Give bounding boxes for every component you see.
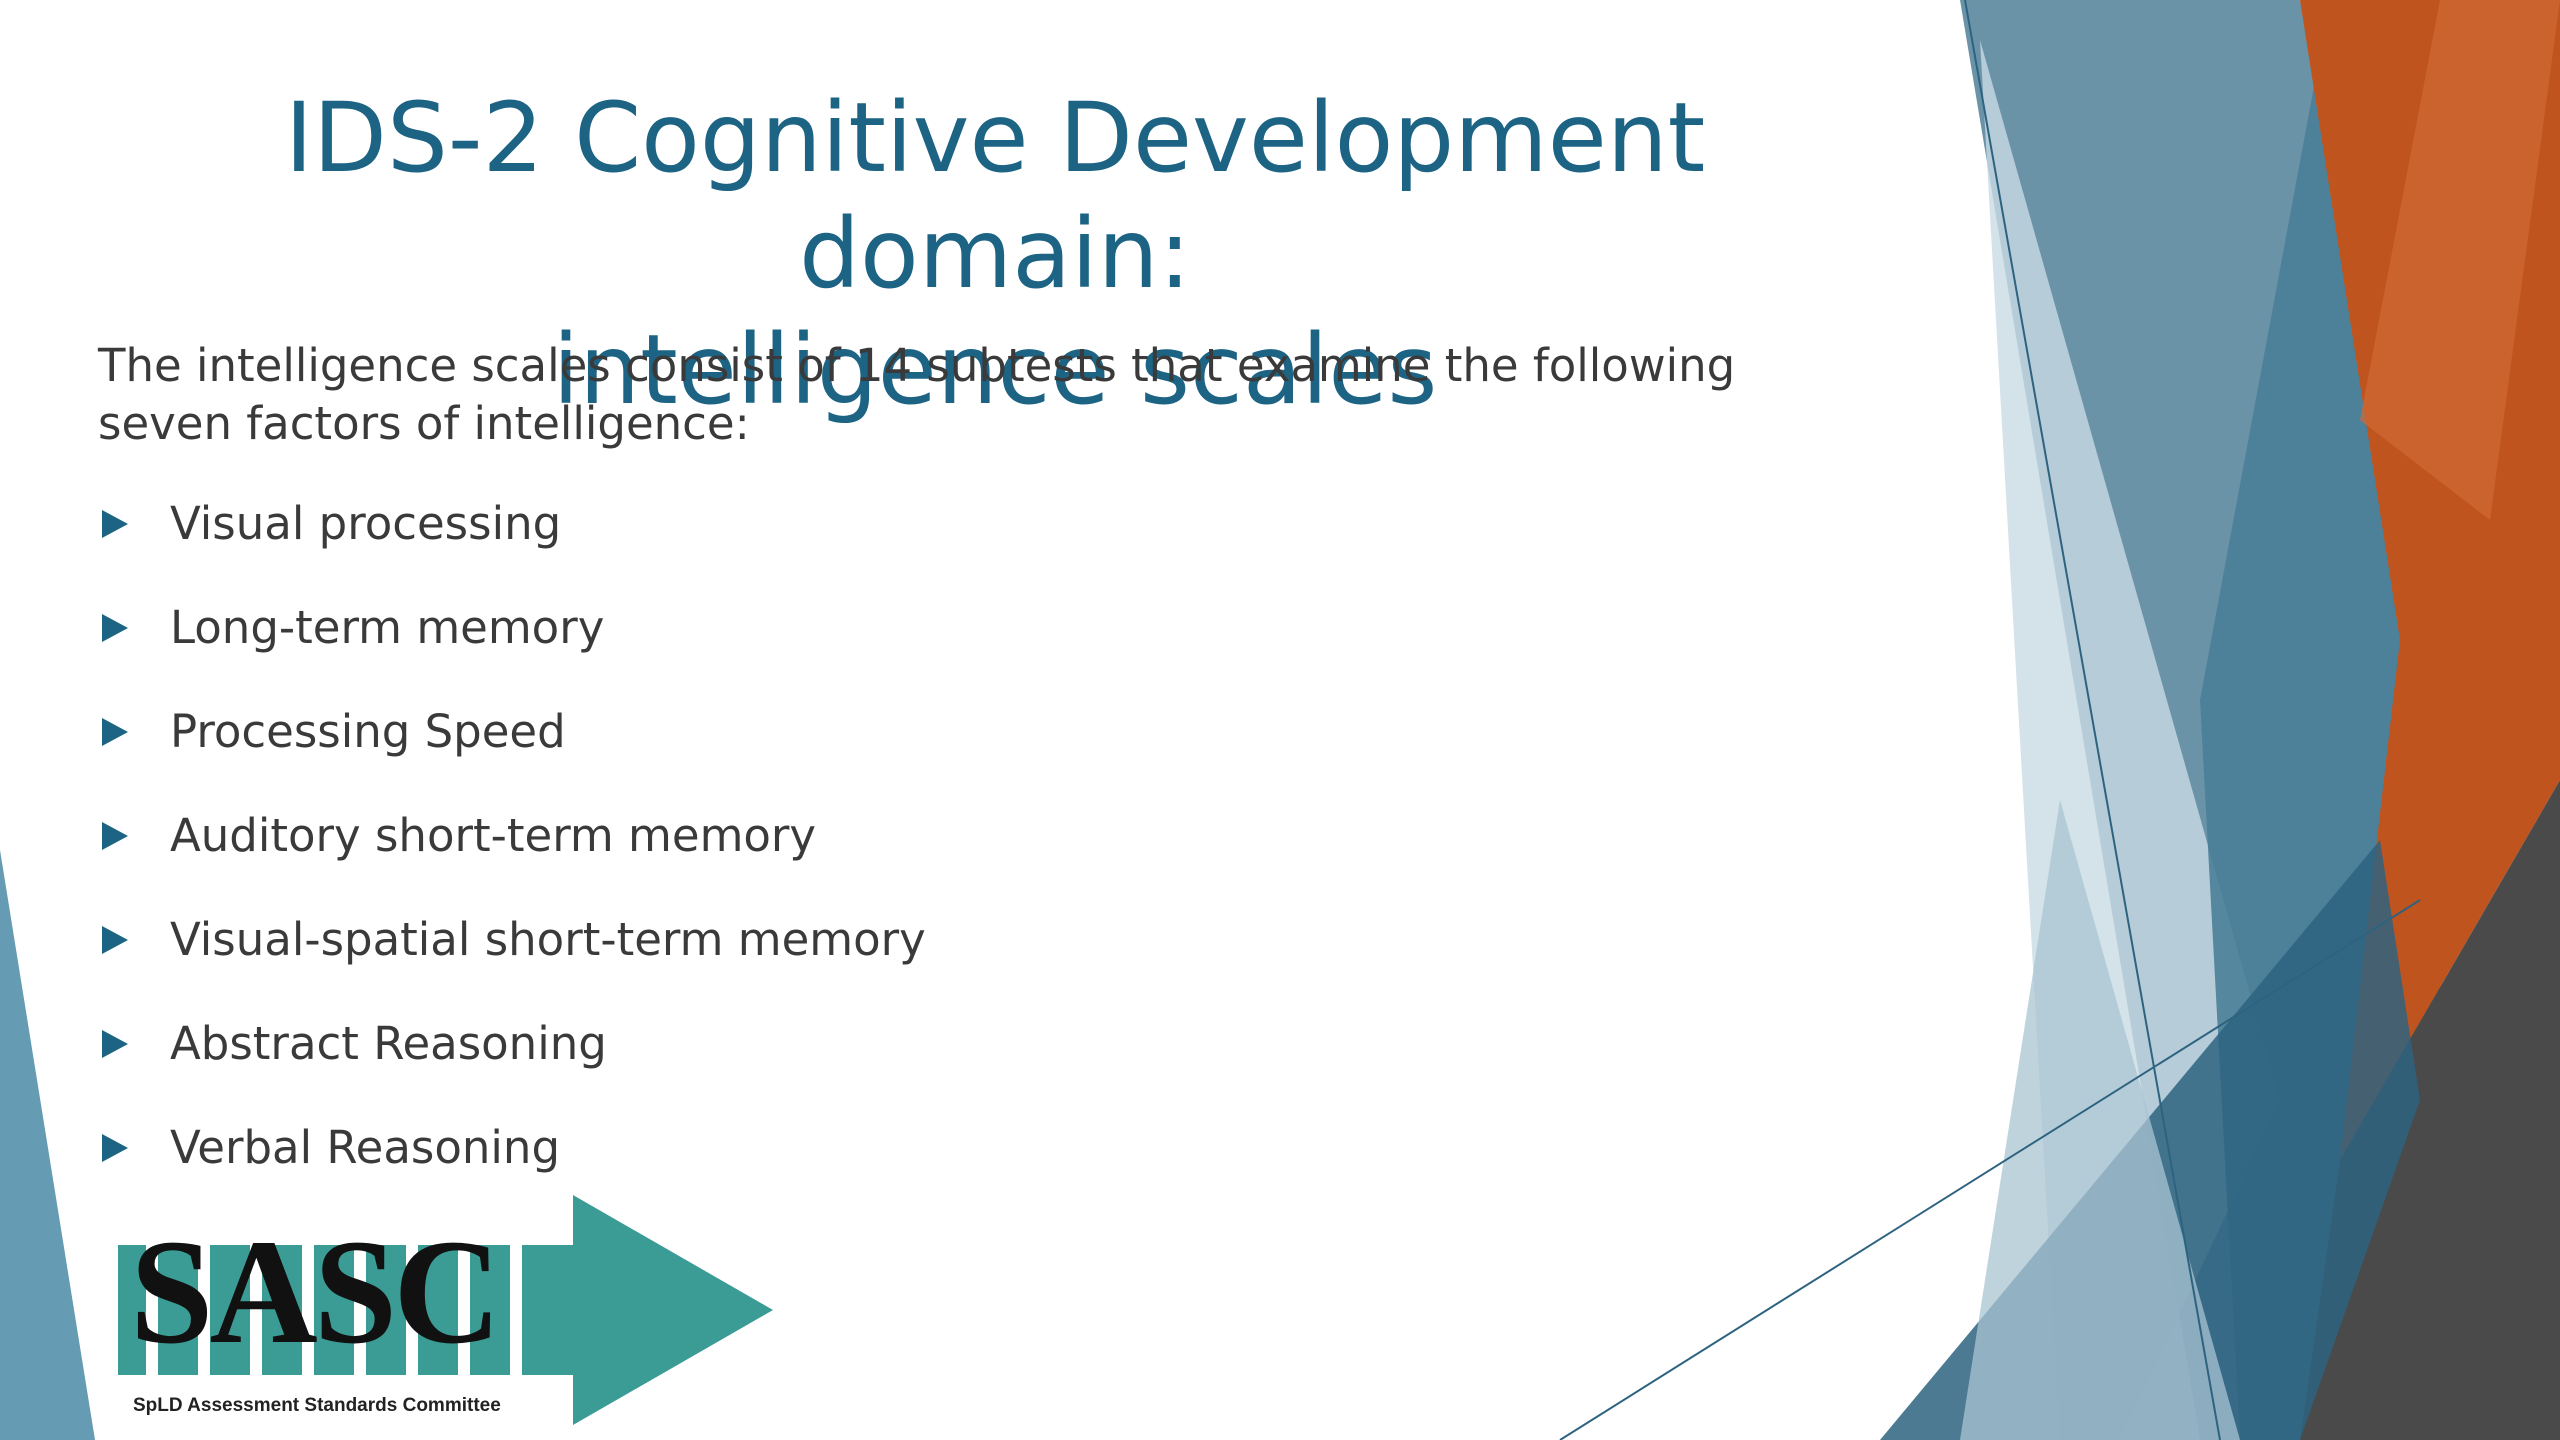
bullet-text: Abstract Reasoning bbox=[170, 1017, 607, 1070]
right-shape-pale-blue bbox=[1960, 800, 2240, 1440]
triangle-right-icon bbox=[102, 1134, 128, 1162]
sasc-logo: SASC SpLD Assessment Standards Committee bbox=[118, 1195, 778, 1425]
intro-text: The intelligence scales consist of 14 su… bbox=[98, 339, 1736, 450]
bullet-list: Visual processing Long-term memory Proce… bbox=[98, 472, 926, 1200]
triangle-right-icon bbox=[102, 1030, 128, 1058]
list-item: Abstract Reasoning bbox=[98, 992, 926, 1096]
logo-wordmark: SASC bbox=[130, 1209, 501, 1375]
bullet-text: Verbal Reasoning bbox=[170, 1121, 561, 1174]
list-item: Verbal Reasoning bbox=[98, 1096, 926, 1200]
title-line-2: intelligence scales bbox=[552, 314, 1438, 426]
list-item: Visual-spatial short-term memory bbox=[98, 888, 926, 992]
triangle-right-icon bbox=[102, 510, 128, 538]
list-item: Processing Speed bbox=[98, 680, 926, 784]
logo-subtitle: SpLD Assessment Standards Committee bbox=[133, 1395, 501, 1416]
slide-title: IDS-2 Cognitive Development domain: inte… bbox=[100, 80, 1890, 428]
triangle-right-icon bbox=[102, 614, 128, 642]
triangle-right-icon bbox=[102, 822, 128, 850]
bullet-text: Processing Speed bbox=[170, 705, 566, 758]
decorative-line-2 bbox=[1559, 899, 2421, 1440]
bullet-text: Long-term memory bbox=[170, 601, 605, 654]
right-shape-orange-light bbox=[2360, 0, 2560, 520]
arrow-right-icon bbox=[118, 1195, 773, 1425]
bullet-text: Auditory short-term memory bbox=[170, 809, 817, 862]
triangle-right-icon bbox=[102, 926, 128, 954]
list-item: Visual processing bbox=[98, 472, 926, 576]
bullet-text: Visual-spatial short-term memory bbox=[170, 913, 926, 966]
decorative-line-1 bbox=[1964, 0, 2221, 1440]
left-edge-shape bbox=[0, 850, 95, 1440]
list-item: Auditory short-term memory bbox=[98, 784, 926, 888]
bullet-text: Visual processing bbox=[170, 497, 562, 550]
title-line-1: IDS-2 Cognitive Development domain: bbox=[284, 82, 1706, 310]
list-item: Long-term memory bbox=[98, 576, 926, 680]
triangle-right-icon bbox=[102, 718, 128, 746]
right-shape-dark bbox=[2300, 780, 2560, 1440]
